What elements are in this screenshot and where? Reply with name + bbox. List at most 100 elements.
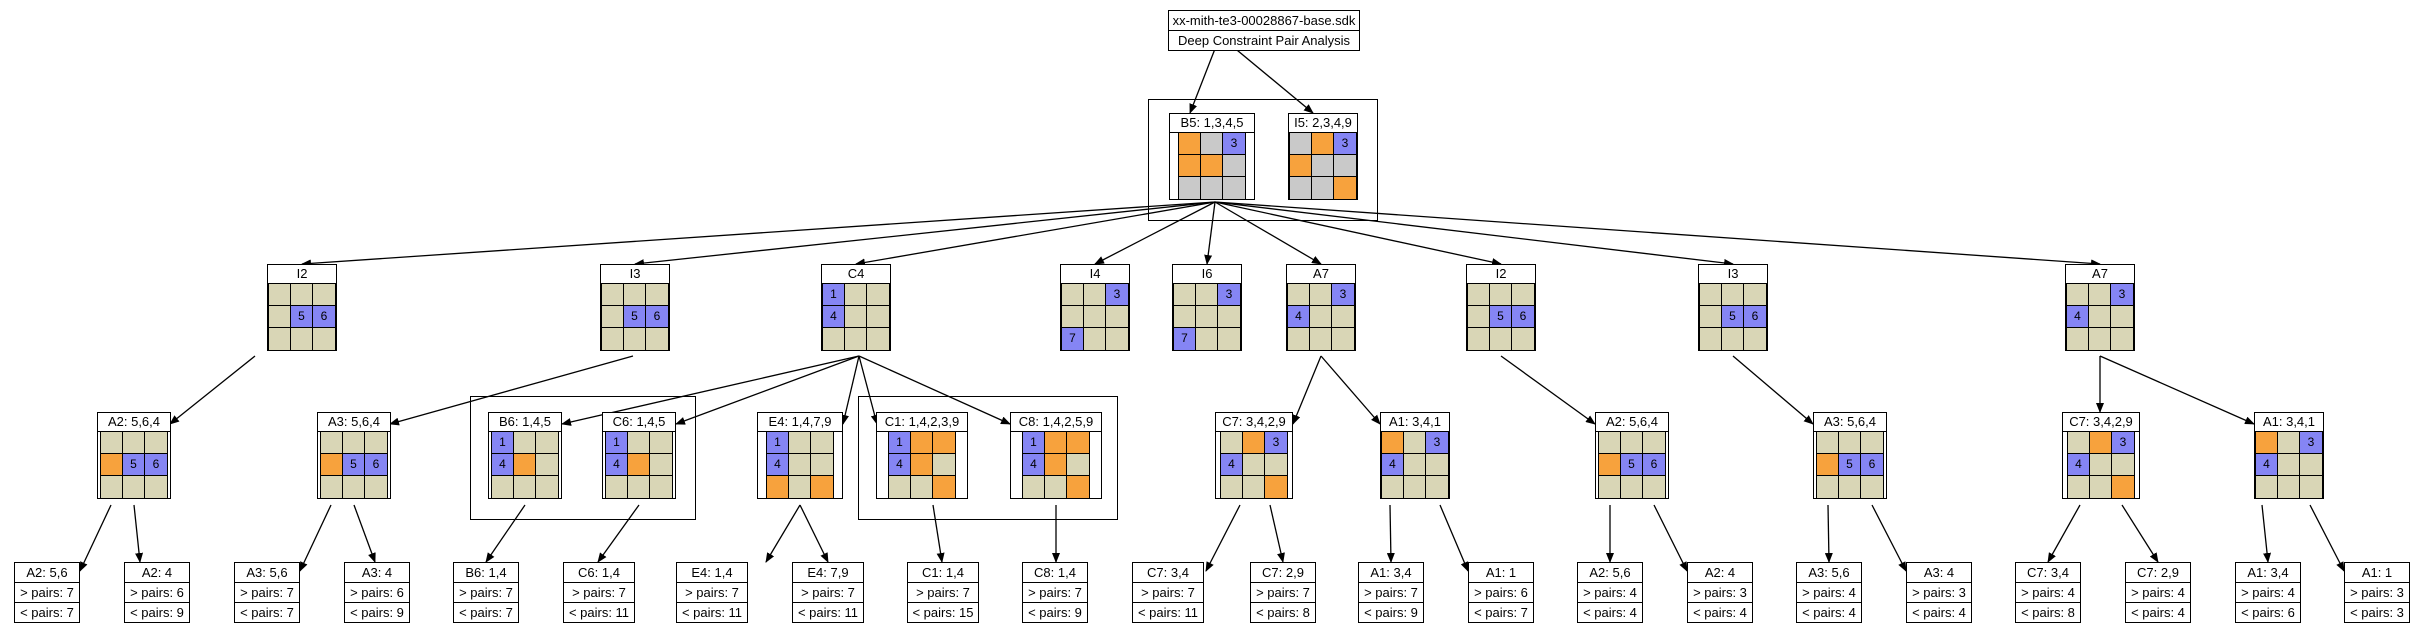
grid-cell [628,454,650,476]
grid-cell [1106,328,1128,350]
tree-edge [133,504,144,563]
grid-cell: 4 [2068,454,2090,476]
lesser-pairs-label: < pairs: 15 [912,605,974,620]
grid-cell [269,284,291,306]
grid-cell [2300,454,2322,476]
grid-cell: 4 [767,454,789,476]
grid-cell [1744,328,1766,350]
grid-cell [1062,306,1084,328]
grid-cell: 3 [2111,284,2133,306]
grid-cell [1599,432,1621,454]
grid-cell [365,476,387,498]
grid-cell [1426,454,1448,476]
grid-cell [1288,328,1310,350]
grid-cell [1201,133,1223,155]
greater-pairs-label: > pairs: 7 [793,583,863,603]
node-title: A3: 5,6,4 [318,413,390,432]
tree-edge [1214,201,1734,267]
grid-cell [2090,454,2112,476]
tree-edge [634,201,1216,268]
grid-cell [646,284,668,306]
grid-cell [1218,306,1240,328]
greater-pairs-label: > pairs: 7 [1359,583,1423,603]
greater-pairs-label: > pairs: 7 [15,583,79,603]
grid-cell [911,476,933,498]
grid-cell: 4 [1382,454,1404,476]
tree-edge [2309,504,2345,572]
grid-cell [2068,432,2090,454]
greater-pairs-label: > pairs: 4 [1797,583,1861,603]
leaf-title: A2: 4 [125,563,189,583]
grid-cell [933,454,955,476]
grid-cell [1201,177,1223,199]
tree-edge [932,504,945,563]
grid-cell [1332,306,1354,328]
grid-cell: 3 [1332,284,1354,306]
grid-cell [1179,133,1201,155]
grid-cell [514,476,536,498]
root-filename: xx-mith-te3-00028867-base.sdk [1169,11,1359,31]
grid-cell: 3 [1265,432,1287,454]
grid-cell [1196,306,1218,328]
tree-edge [1871,504,1907,572]
candidate-grid: 3 [1178,133,1246,199]
pair-count-node: A3: 4> pairs: 6< pairs: 9 [344,562,410,623]
grid-cell [536,454,558,476]
grid-cell [2112,454,2134,476]
grid-cell: 1 [889,432,911,454]
tree-edge [1214,201,2101,268]
grid-cell [313,284,335,306]
grid-cell [1288,284,1310,306]
tree-edge [1439,504,1469,572]
grid-cell [1382,476,1404,498]
node-title: C6: 1,4,5 [603,413,675,432]
grid-cell: 5 [624,306,646,328]
grid-cell [365,432,387,454]
node-title: I5: 2,3,4,9 [1289,114,1357,133]
grid-cell [1334,177,1356,199]
grid-cell: 5 [291,306,313,328]
grid-cell [291,284,313,306]
greater-pairs-label: > pairs: 6 [1469,583,1533,603]
grid-cell: 4 [2067,306,2089,328]
grid-cell [2278,432,2300,454]
grid-cell [145,476,167,498]
grid-cell: 1 [767,432,789,454]
grid-cell [1084,328,1106,350]
grid-cell [823,328,845,350]
grid-cell: 5 [1722,306,1744,328]
tree-edge [1500,355,1596,425]
grid-cell [1084,306,1106,328]
grid-cell [536,432,558,454]
tree-edge [858,355,1011,425]
grid-cell [1310,284,1332,306]
grid-cell: 4 [606,454,628,476]
greater-pairs-label: > pairs: 6 [125,583,189,603]
grid-cell [1106,306,1128,328]
pair-count-node: A1: 3,4> pairs: 7< pairs: 9 [1358,562,1424,623]
grid-cell: 4 [1023,454,1045,476]
lesser-pairs-label: < pairs: 4 [1802,605,1856,620]
grid-cell: 1 [1023,432,1045,454]
grid-cell [1243,432,1265,454]
grid-cell: 6 [1512,306,1534,328]
grid-cell [321,454,343,476]
grid-cell [602,284,624,306]
grid-cell [789,454,811,476]
grid-cell [845,328,867,350]
grid-cell [1312,155,1334,177]
pair-count-node: A3: 5,6> pairs: 7< pairs: 7 [234,562,300,623]
grid-cell [321,432,343,454]
leaf-title: A3: 5,6 [235,563,299,583]
leaf-title: C6: 1,4 [564,563,634,583]
greater-pairs-label: > pairs: 7 [454,583,518,603]
